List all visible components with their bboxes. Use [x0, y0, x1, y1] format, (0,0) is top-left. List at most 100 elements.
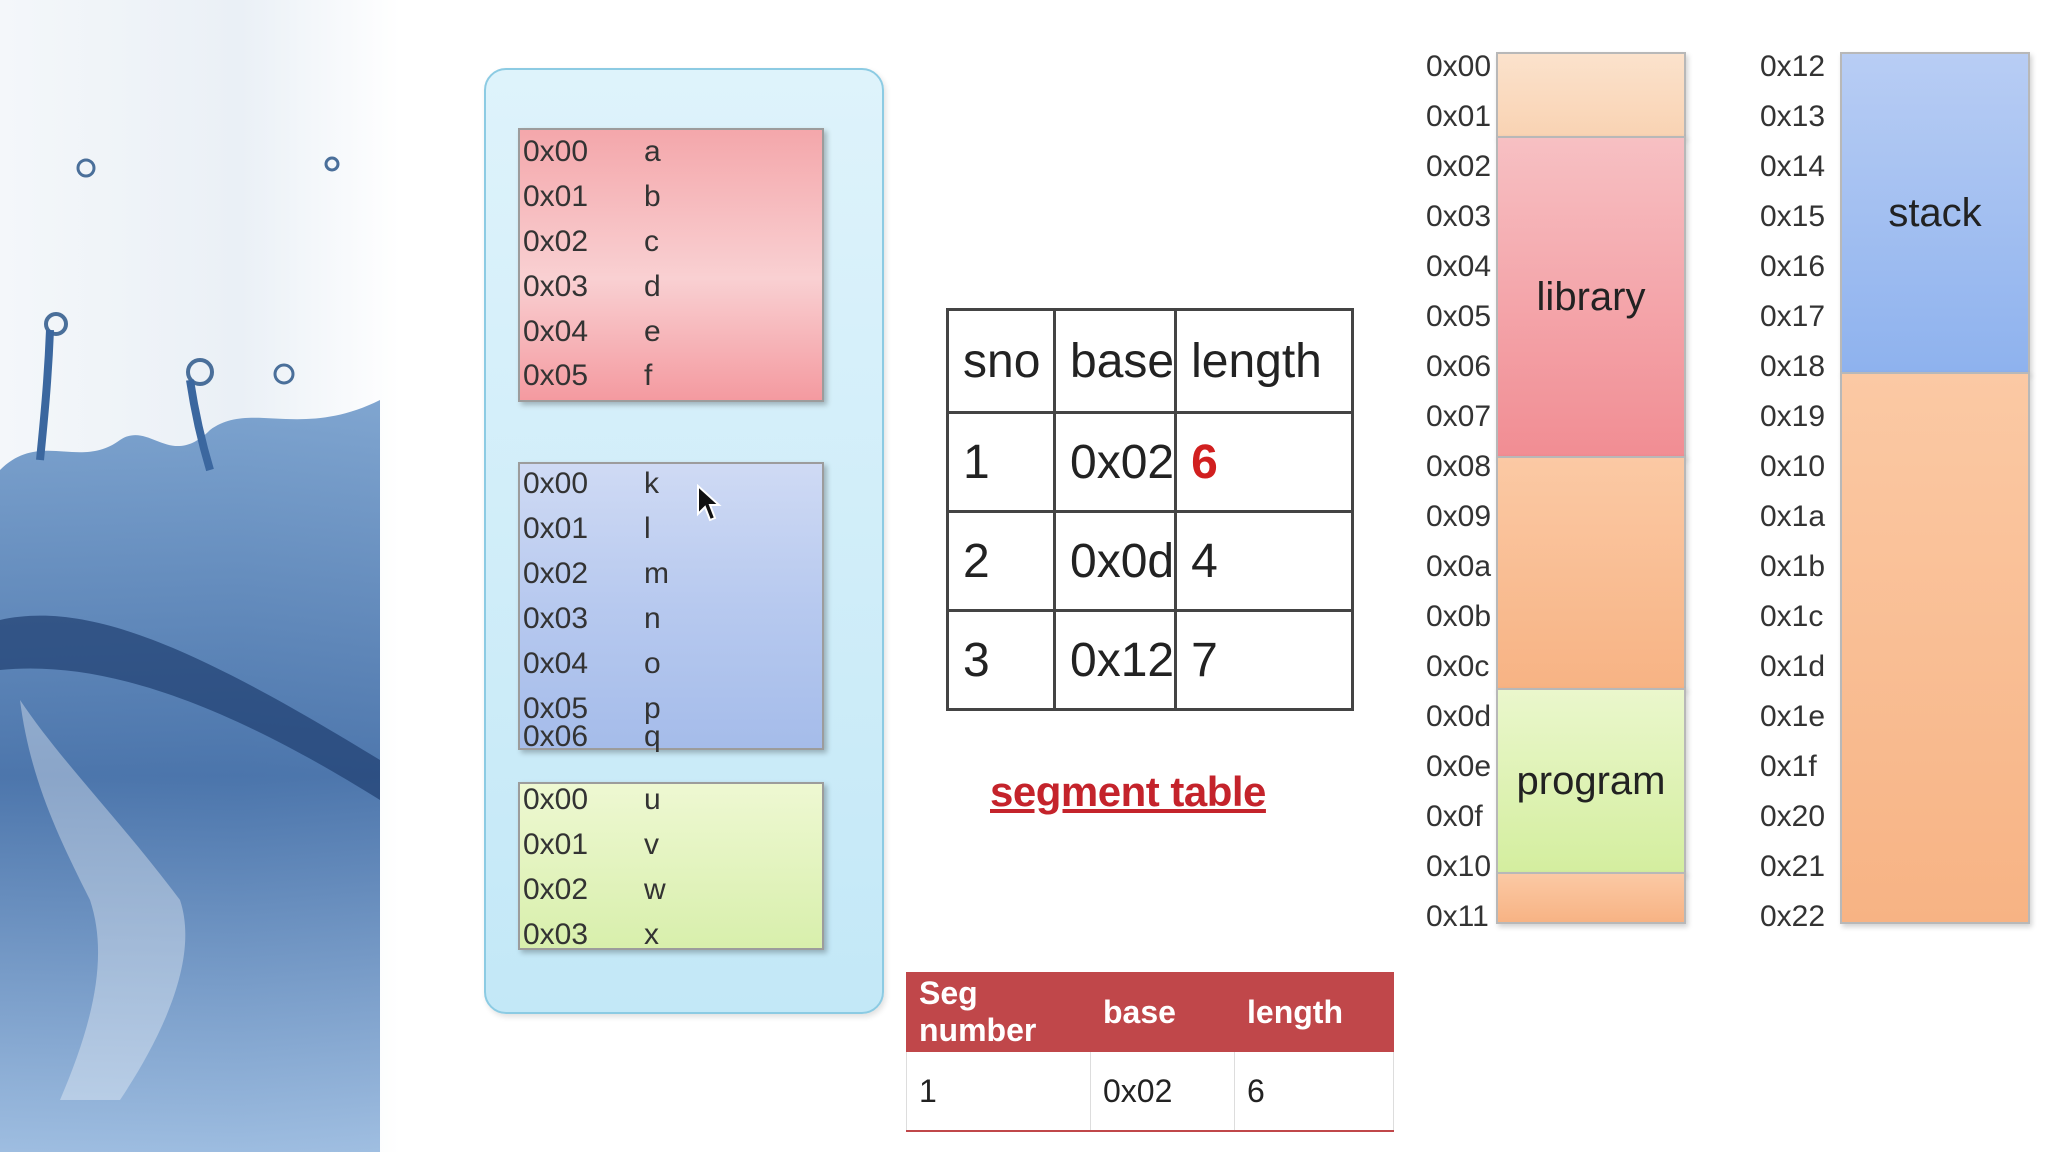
segment-row: 0x02 c — [520, 222, 822, 262]
table-cell: 0x12 — [1052, 609, 1178, 711]
value-label: a — [644, 135, 661, 168]
offset-label: 0x00 — [523, 783, 589, 816]
offset-label: 0x04 — [523, 647, 589, 680]
address-label: 0x01 — [1426, 100, 1492, 133]
value-label: c — [644, 225, 659, 258]
column-header: Seg number — [906, 972, 1091, 1052]
address-label: 0x08 — [1426, 450, 1492, 483]
segment-row: 0x04 o — [520, 644, 822, 684]
table-row: 1 0x02 6 — [946, 411, 1355, 513]
address-label: 0x0f — [1426, 800, 1483, 833]
highlighted-length-cell: 6 — [1174, 411, 1355, 513]
address-label: 0x1e — [1760, 700, 1826, 733]
address-label: 0x1b — [1760, 550, 1826, 583]
value-label: k — [644, 467, 659, 500]
free-memory-block — [1496, 456, 1686, 690]
column-header: sno — [946, 308, 1056, 414]
address-label: 0x16 — [1760, 250, 1826, 283]
table-row: 3 0x12 7 — [946, 609, 1355, 711]
table-cell: 0x0d — [1052, 510, 1178, 612]
address-label: 0x10 — [1426, 850, 1492, 883]
segment-row: 0x05 p — [520, 689, 822, 729]
segment-row: 0x00 a — [520, 132, 822, 172]
segment-row: 0x03 x — [520, 915, 822, 955]
offset-label: 0x05 — [523, 692, 589, 725]
segment-row: 0x02 m — [520, 554, 822, 594]
address-label: 0x15 — [1760, 200, 1826, 233]
address-label: 0x0d — [1426, 700, 1492, 733]
address-label: 0x03 — [1426, 200, 1492, 233]
offset-label: 0x01 — [523, 180, 589, 213]
offset-label: 0x01 — [523, 828, 589, 861]
offset-label: 0x02 — [523, 557, 589, 590]
address-label: 0x1a — [1760, 500, 1826, 533]
address-label: 0x02 — [1426, 150, 1492, 183]
program-block: program — [1496, 688, 1686, 874]
column-header: length — [1174, 308, 1355, 414]
offset-label: 0x06 — [523, 720, 589, 753]
segment-table-title: segment table — [990, 768, 1266, 815]
free-memory-block — [1496, 52, 1686, 138]
value-label: q — [644, 720, 661, 753]
value-label: v — [644, 828, 659, 861]
table-cell: 4 — [1174, 510, 1355, 612]
library-block: library — [1496, 136, 1686, 458]
offset-label: 0x00 — [523, 135, 589, 168]
segment-row: 0x01 v — [520, 825, 822, 865]
table-cell: 1 — [946, 411, 1056, 513]
value-label: p — [644, 692, 661, 725]
offset-label: 0x03 — [523, 270, 589, 303]
value-label: l — [644, 512, 651, 545]
address-label: 0x18 — [1760, 350, 1826, 383]
address-label: 0x13 — [1760, 100, 1826, 133]
segment-row: 0x03 n — [520, 599, 822, 639]
column-header: base — [1052, 308, 1178, 414]
address-label: 0x22 — [1760, 900, 1826, 933]
offset-label: 0x02 — [523, 225, 589, 258]
address-label: 0x05 — [1426, 300, 1492, 333]
value-label: f — [644, 359, 653, 392]
table-cell: 7 — [1174, 609, 1355, 711]
value-label: o — [644, 647, 661, 680]
address-label: 0x21 — [1760, 850, 1826, 883]
address-label: 0x0a — [1426, 550, 1492, 583]
address-label: 0x06 — [1426, 350, 1492, 383]
address-label: 0x04 — [1426, 250, 1492, 283]
segment-row: 0x06 q — [520, 717, 822, 757]
column-header: base — [1090, 972, 1235, 1052]
address-label: 0x0e — [1426, 750, 1492, 783]
free-memory-block — [1496, 872, 1686, 924]
value-label: x — [644, 918, 659, 951]
address-label: 0x09 — [1426, 500, 1492, 533]
offset-label: 0x03 — [523, 602, 589, 635]
value-label: m — [644, 557, 669, 590]
table-cell: 3 — [946, 609, 1056, 711]
value-label: e — [644, 315, 661, 348]
address-label: 0x1d — [1760, 650, 1826, 683]
table-row: 1 0x02 6 — [906, 1051, 1394, 1132]
address-label: 0x19 — [1760, 400, 1826, 433]
segment-row: 0x00 u — [520, 780, 822, 820]
table-header-row: Seg number base length — [906, 972, 1394, 1052]
table-cell: 1 — [906, 1051, 1091, 1132]
water-splash-image — [0, 0, 400, 1152]
offset-label: 0x03 — [523, 918, 589, 951]
address-label: 0x0b — [1426, 600, 1492, 633]
value-label: u — [644, 783, 661, 816]
address-label: 0x1c — [1760, 600, 1824, 633]
stack-block: stack — [1840, 52, 2030, 374]
value-label: n — [644, 602, 661, 635]
address-label: 0x1f — [1760, 750, 1817, 783]
segment-table-summary: Seg number base length 1 0x02 6 — [906, 972, 1394, 1132]
offset-label: 0x00 — [523, 467, 589, 500]
address-label: 0x12 — [1760, 50, 1826, 83]
free-memory-block — [1840, 372, 2030, 924]
